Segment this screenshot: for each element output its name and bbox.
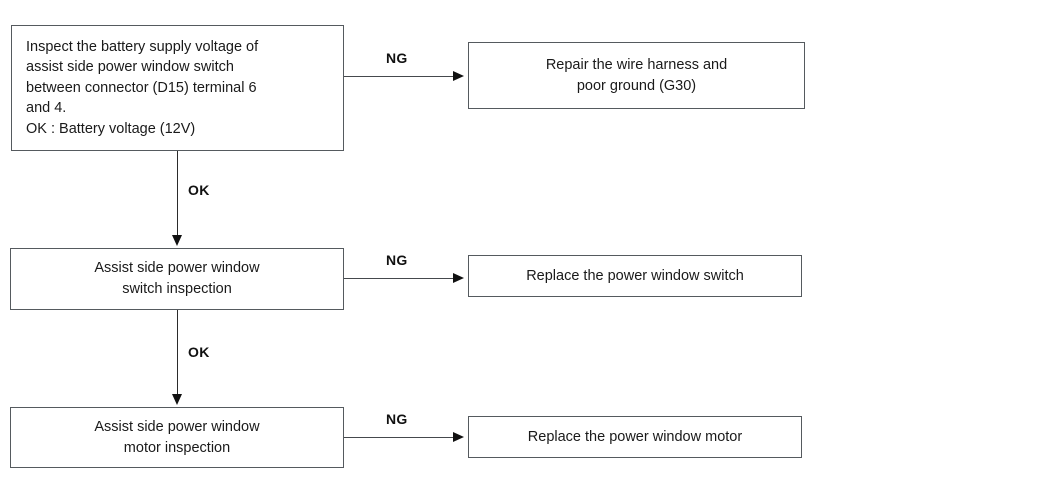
node-replace-motor-label: Replace the power window motor bbox=[527, 428, 743, 445]
node-replace-switch-label: Replace the power window switch bbox=[526, 267, 744, 284]
node-repair-harness[interactable]: Repair the wire harness and poor ground … bbox=[468, 42, 805, 109]
node-voltage-check[interactable]: Inspect the battery supply voltage of as… bbox=[11, 25, 344, 151]
connector-ng-switch-to-replace bbox=[344, 278, 454, 279]
node-switch-inspection-label: Assist side power window switch inspecti… bbox=[94, 260, 260, 297]
arrowhead-ng-motor-to-replace bbox=[453, 431, 464, 442]
connector-ok-voltage-to-switch bbox=[177, 151, 178, 236]
node-motor-inspection-label: Assist side power window motor inspectio… bbox=[94, 418, 260, 456]
connector-ng-motor-to-replace bbox=[344, 437, 454, 438]
node-motor-inspection[interactable]: Assist side power window motor inspectio… bbox=[10, 407, 344, 468]
edge-label-ng-1: NG bbox=[386, 50, 408, 66]
arrowhead-ng-voltage-to-repair bbox=[453, 70, 464, 81]
arrowhead-ng-switch-to-replace bbox=[453, 272, 464, 283]
edge-label-ng-3: NG bbox=[386, 411, 408, 427]
edge-label-ok-2: OK bbox=[188, 344, 210, 360]
node-repair-harness-label: Repair the wire harness and poor ground … bbox=[545, 56, 728, 94]
edge-label-ng-2: NG bbox=[386, 252, 408, 268]
node-voltage-check-label: Inspect the battery supply voltage of as… bbox=[26, 38, 259, 137]
connector-ng-voltage-to-repair bbox=[344, 76, 454, 77]
arrowhead-ok-switch-to-motor bbox=[172, 394, 182, 405]
edge-label-ok-1: OK bbox=[188, 182, 210, 198]
arrowhead-ok-voltage-to-switch bbox=[172, 235, 182, 246]
node-replace-motor[interactable]: Replace the power window motor bbox=[468, 416, 802, 458]
node-switch-inspection[interactable]: Assist side power window switch inspecti… bbox=[10, 248, 344, 310]
connector-ok-switch-to-motor bbox=[177, 310, 178, 395]
node-replace-switch[interactable]: Replace the power window switch bbox=[468, 255, 802, 297]
